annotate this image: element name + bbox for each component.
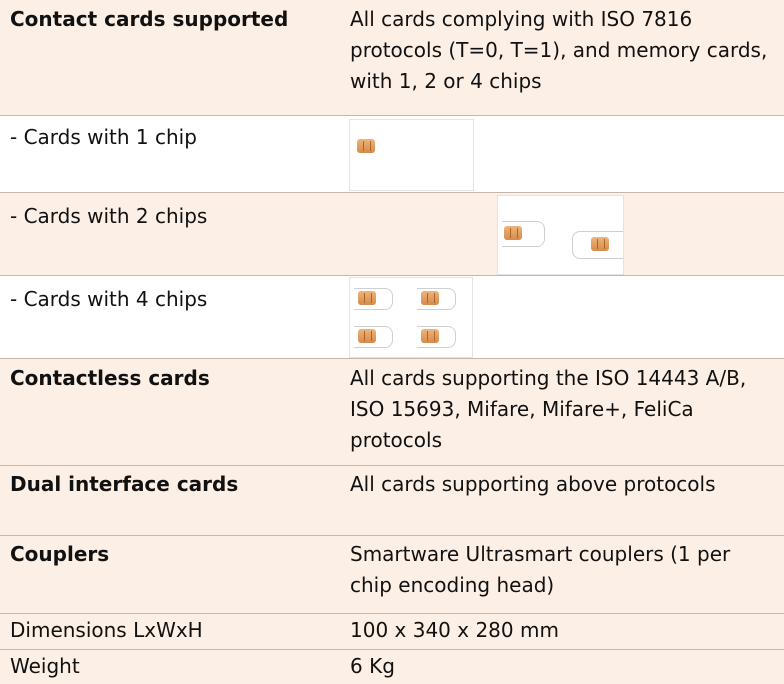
row-value: All cards supporting the ISO 14443 A/B, … bbox=[350, 366, 747, 452]
chip-card-2-icon bbox=[497, 195, 624, 275]
table-row-4-chips: - Cards with 4 chips bbox=[0, 276, 784, 358]
table-row-2-chips: - Cards with 2 chips bbox=[0, 193, 784, 275]
table-row-dimensions: Dimensions LxWxH 100 x 340 x 280 mm bbox=[0, 614, 784, 649]
row-value: Smartware Ultrasmart couplers (1 per chi… bbox=[350, 542, 731, 597]
row-value: 6 Kg bbox=[350, 654, 395, 678]
row-value: All cards complying with ISO 7816 protoc… bbox=[350, 7, 768, 93]
chip-card-1-icon bbox=[349, 119, 474, 191]
table-row-contactless: Contactless cards All cards supporting t… bbox=[0, 359, 784, 465]
row-label: - Cards with 1 chip bbox=[10, 125, 197, 149]
row-label: - Cards with 2 chips bbox=[10, 204, 208, 228]
row-label: Weight bbox=[10, 654, 80, 678]
row-label: Dimensions LxWxH bbox=[10, 618, 203, 642]
row-value: All cards supporting above protocols bbox=[350, 472, 716, 496]
row-label: Dual interface cards bbox=[10, 472, 239, 496]
table-row-dual-interface: Dual interface cards All cards supportin… bbox=[0, 466, 784, 535]
row-label: Contactless cards bbox=[10, 366, 210, 390]
row-value: 100 x 340 x 280 mm bbox=[350, 618, 559, 642]
row-label: - Cards with 4 chips bbox=[10, 287, 208, 311]
row-label: Couplers bbox=[10, 542, 110, 566]
chip-card-4-icon bbox=[349, 277, 473, 358]
table-row-weight: Weight 6 Kg bbox=[0, 650, 784, 684]
table-row-1-chip: - Cards with 1 chip bbox=[0, 116, 784, 192]
table-row-couplers: Couplers Smartware Ultrasmart couplers (… bbox=[0, 536, 784, 613]
table-row-contact-cards: Contact cards supported All cards comply… bbox=[0, 0, 784, 115]
row-label: Contact cards supported bbox=[10, 7, 289, 31]
